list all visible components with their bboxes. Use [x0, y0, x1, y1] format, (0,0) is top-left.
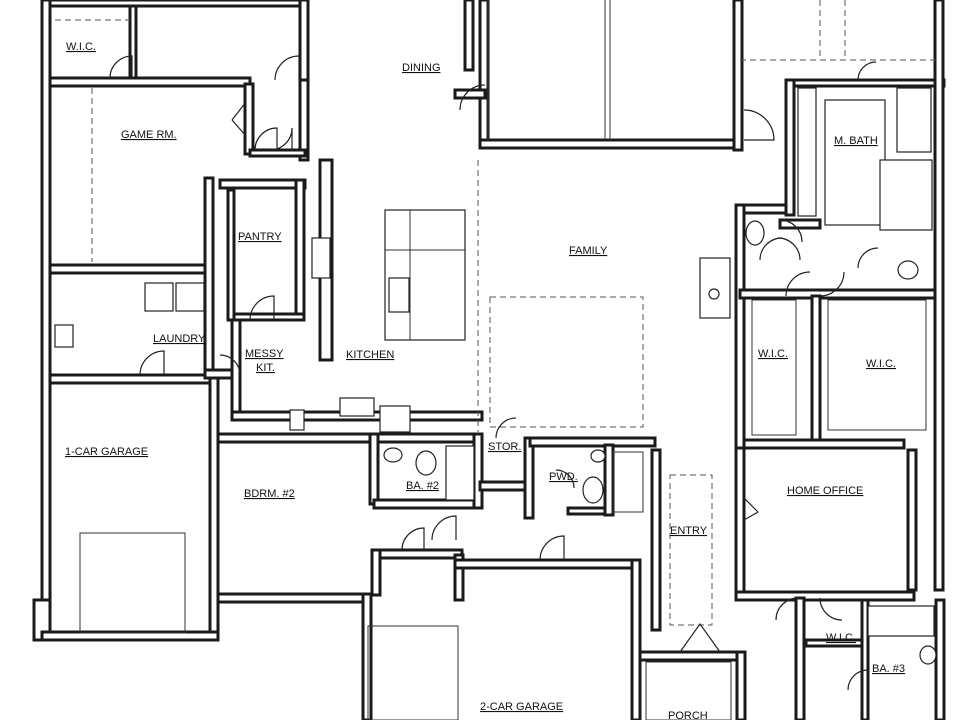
toilet-icon-4: [582, 476, 604, 504]
range-icon: [311, 237, 331, 279]
label-2-car-garage: 2-CAR GARAGE: [480, 701, 563, 713]
label-bdrm2: BDRM. #2: [244, 488, 295, 500]
label-porch: PORCH: [668, 710, 708, 720]
label-wic-left: W.I.C.: [758, 348, 788, 360]
label-kit: KIT.: [256, 362, 275, 374]
doors: [109, 55, 879, 691]
label-game-rm: GAME RM.: [121, 129, 177, 141]
vanity-icon: [824, 99, 886, 226]
toilet-icon: [745, 220, 765, 246]
label-ba2: BA. #2: [406, 480, 439, 492]
sink-icon: [388, 277, 410, 313]
label-m-bath: M. BATH: [834, 135, 878, 147]
label-wic-top: W.I.C.: [66, 41, 96, 53]
shower-icon: [879, 159, 933, 231]
label-entry: ENTRY: [670, 525, 708, 537]
label-ba3: BA. #3: [872, 663, 905, 675]
label-dining: DINING: [402, 62, 441, 74]
bathtub-icon: [445, 445, 475, 501]
toilet-icon-2: [897, 260, 919, 280]
kitchen-island: [384, 209, 466, 341]
details: [54, 0, 940, 720]
washer-icon: [144, 282, 174, 312]
label-family: FAMILY: [569, 245, 608, 257]
sink-icon-2: [383, 447, 403, 463]
fireplace-icon: [699, 257, 731, 319]
room-labels: W.I.C. DINING GAME RM. M. BATH PANTRY FA…: [65, 41, 905, 720]
dryer-icon: [175, 282, 205, 312]
utility-sink-icon: [54, 324, 74, 348]
label-messy: MESSY: [245, 348, 284, 360]
tub-icon: [896, 87, 932, 153]
label-pwd: PWD.: [549, 471, 578, 483]
label-wic-bottom: W.I.C.: [826, 632, 856, 644]
label-stor: STOR.: [488, 441, 521, 453]
label-laundry: LAUNDRY: [153, 333, 206, 345]
label-wic-right: W.I.C.: [866, 358, 896, 370]
label-home-office: HOME OFFICE: [787, 485, 863, 497]
counter-sink-icon: [339, 397, 375, 417]
shower-icon-2: [867, 605, 935, 637]
toilet-icon-3: [415, 450, 437, 476]
label-1-car-garage: 1-CAR GARAGE: [65, 446, 148, 458]
label-pantry: PANTRY: [238, 231, 282, 243]
label-kitchen: KITCHEN: [346, 349, 394, 361]
